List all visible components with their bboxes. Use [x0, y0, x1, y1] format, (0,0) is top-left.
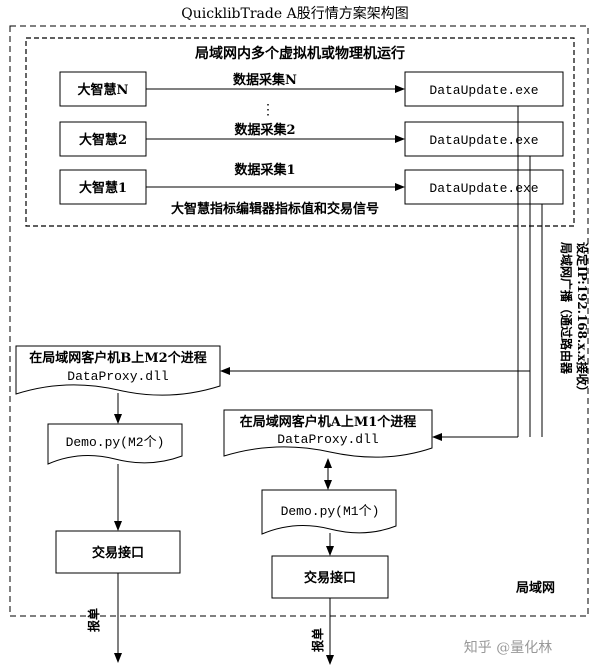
client-a-proxy-line1: 在局域网客户机A上M1个进程 — [240, 414, 417, 430]
client-b-proxy-line1: 在局域网客户机B上M2个进程 — [29, 350, 206, 366]
client-a-trade-label: 交易接口 — [304, 570, 356, 586]
client-b-order-label: 报单 — [86, 608, 101, 632]
client-a-trade-box — [271, 555, 389, 599]
indicator-note: 大智慧指标编辑器指标值和交易信号 — [171, 201, 379, 217]
source-label-n: 大智慧N — [78, 82, 129, 98]
watermark: 知乎 @量化林 — [464, 639, 552, 656]
client-b-demo-label: Demo.py(M2个) — [66, 435, 165, 450]
client-a-proxy-box — [223, 409, 433, 458]
client-a-demo-label: Demo.py(M1个) — [281, 504, 380, 519]
flow-label-1: 数据采集1 — [234, 162, 295, 178]
target-box-n — [404, 71, 564, 107]
client-b-proxy-box — [15, 345, 221, 396]
source-label-2: 大智慧2 — [79, 132, 127, 148]
target-label-1: DataUpdate.exe — [429, 181, 538, 196]
broadcast-label-line2: 设定IP:192.168.x.x接收） — [575, 242, 590, 398]
client-a-order-label: 报单 — [310, 628, 325, 652]
source-label-1: 大智慧1 — [79, 180, 127, 196]
client-a-demo-box — [261, 489, 397, 535]
lan-label: 局域网 — [516, 580, 555, 596]
flow-label-n: 数据采集N — [233, 72, 297, 88]
source-box-1 — [59, 169, 147, 205]
target-label-2: DataUpdate.exe — [429, 133, 538, 148]
flow-label-2: 数据采集2 — [234, 122, 295, 138]
diagram-title: QuicklibTrade A股行情方案架构图 — [181, 5, 408, 22]
target-label-n: DataUpdate.exe — [429, 83, 538, 98]
ellipsis: ⋮ — [261, 102, 275, 118]
client-a-proxy-line2: DataProxy.dll — [277, 432, 379, 447]
top-region-label: 局域网内多个虚拟机或物理机运行 — [195, 45, 405, 62]
client-b-proxy-line2: DataProxy.dll — [67, 369, 169, 384]
client-b-demo-box — [47, 423, 183, 465]
broadcast-label-line1: 局域网广播（通过路由器 — [559, 242, 574, 375]
client-b-trade-label: 交易接口 — [92, 545, 144, 561]
top-region — [25, 37, 575, 227]
lan-boundary — [9, 25, 589, 617]
target-box-1 — [404, 169, 564, 205]
target-box-2 — [404, 121, 564, 157]
source-box-n — [59, 71, 147, 107]
source-box-2 — [59, 121, 147, 157]
